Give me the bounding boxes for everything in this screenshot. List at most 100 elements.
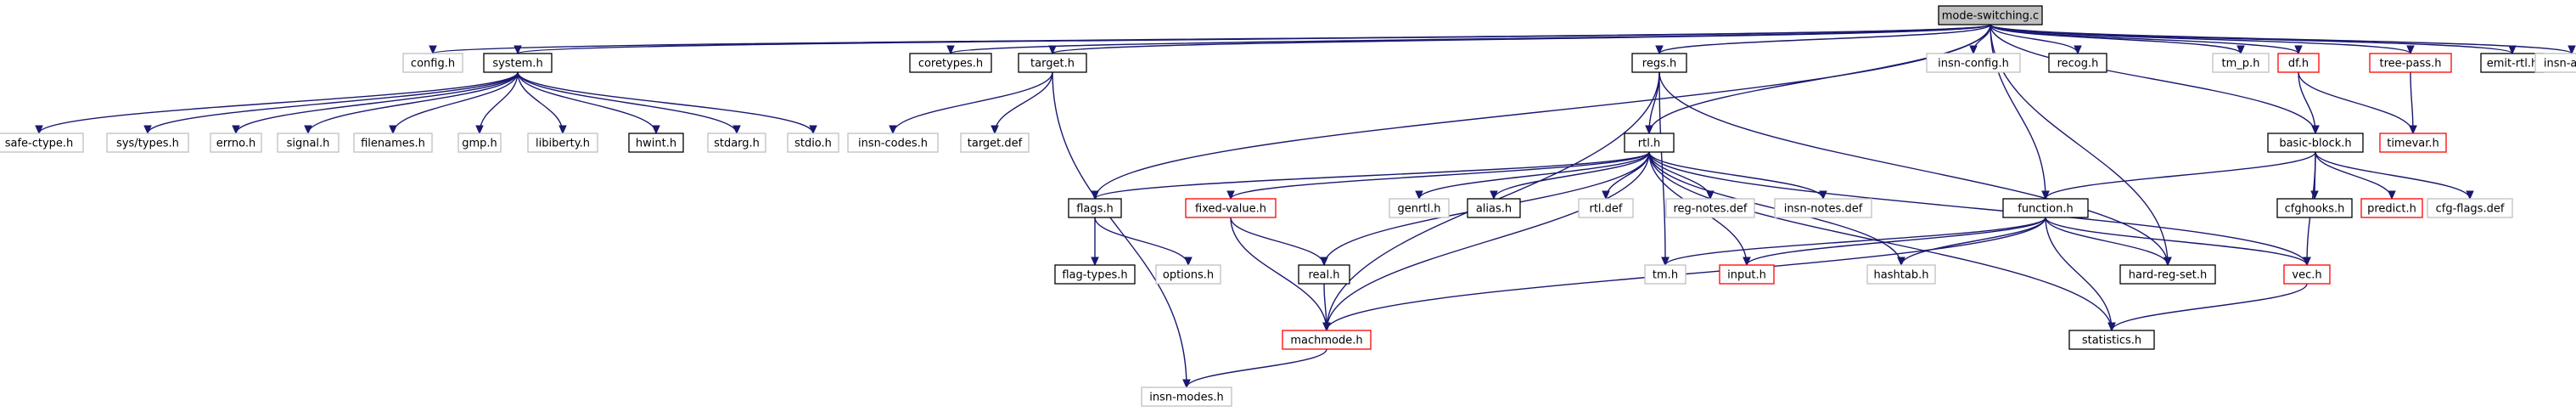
edge-line xyxy=(1230,217,1325,266)
edge-system-to-stdio xyxy=(517,71,817,135)
node-box xyxy=(628,133,684,153)
edge-basicblock-to-cfgflags xyxy=(2315,151,2474,200)
edge-line xyxy=(1493,151,1650,200)
edge-arrowhead xyxy=(2107,322,2116,332)
edge-system-to-systypes xyxy=(143,71,519,135)
node-label: rtl.def xyxy=(1589,203,1622,216)
edge-line xyxy=(1746,217,2046,266)
node-label: tm_p.h xyxy=(2222,58,2260,71)
node-label: regs.h xyxy=(1642,58,1676,71)
edge-target-to-insncodes xyxy=(889,71,1053,135)
edge-arrowhead xyxy=(991,125,999,135)
edge-arrowhead xyxy=(1048,45,1057,55)
header-node-insn-notes-def: insn-notes.def xyxy=(1774,198,1872,218)
header-node-genrtl-h: genrtl.h xyxy=(1389,198,1450,218)
edge-line xyxy=(392,71,519,134)
edge-arrowhead xyxy=(2466,190,2474,200)
header-node-flag-types-h[interactable]: flag-types.h xyxy=(1054,264,1136,285)
header-node-alias-h[interactable]: alias.h xyxy=(1467,198,1521,218)
header-node-predict-h[interactable]: predict.h xyxy=(2360,198,2423,218)
header-node-vec-h[interactable]: vec.h xyxy=(2283,264,2331,285)
edge-treepass-to-timevar xyxy=(2409,71,2417,135)
node-label: fixed-value.h xyxy=(1195,203,1266,216)
edge-arrowhead xyxy=(652,125,660,135)
edge-line xyxy=(1052,71,1187,388)
header-node-cfghooks-h[interactable]: cfghooks.h xyxy=(2276,198,2353,218)
node-box xyxy=(847,133,939,153)
edge-line xyxy=(994,71,1053,134)
header-node-basic-block-h[interactable]: basic-block.h xyxy=(2267,133,2364,153)
node-label: recog.h xyxy=(2057,58,2099,71)
edge-line xyxy=(1658,71,2169,266)
edge-vec-to-statistics xyxy=(2107,283,2308,332)
edge-arrowhead xyxy=(732,125,741,135)
edge-arrowhead xyxy=(2311,125,2320,135)
edge-arrowhead xyxy=(389,125,397,135)
edge-arrowhead xyxy=(2303,257,2311,267)
edge-arrowhead xyxy=(1091,257,1099,267)
header-node-errno-h: errno.h xyxy=(210,133,262,153)
edge-arrowhead xyxy=(1226,190,1235,200)
header-node-df-h[interactable]: df.h xyxy=(2277,53,2320,73)
header-node-reg-notes-def: reg-notes.def xyxy=(1665,198,1755,218)
node-box xyxy=(210,133,262,153)
node-box xyxy=(2068,330,2155,350)
header-node-system-h[interactable]: system.h xyxy=(483,53,553,73)
edge-df-to-timevar xyxy=(2298,71,2417,135)
edge-line xyxy=(38,71,519,134)
header-node-recog-h[interactable]: recog.h xyxy=(2048,53,2107,73)
header-node-input-h[interactable]: input.h xyxy=(1719,264,1775,285)
header-node-hwint-h[interactable]: hwint.h xyxy=(628,133,684,153)
node-box xyxy=(2048,53,2107,73)
edge-arrowhead xyxy=(514,45,522,55)
header-node-function-h[interactable]: function.h xyxy=(2002,198,2089,218)
edge-machmode-to-insnmodes xyxy=(1182,348,1327,389)
node-label: vec.h xyxy=(2292,269,2321,282)
edge-line xyxy=(1094,151,1650,200)
header-node-hashtab-h: hashtab.h xyxy=(1866,264,1936,285)
edge-line xyxy=(1664,217,2046,266)
header-node-fixed-value-h[interactable]: fixed-value.h xyxy=(1185,198,1277,218)
node-label: timevar.h xyxy=(2387,138,2439,150)
header-node-coretypes-h[interactable]: coretypes.h xyxy=(909,53,992,73)
header-node-safe-ctype-h: safe-ctype.h xyxy=(0,133,84,153)
edge-root-to-system xyxy=(514,24,1991,55)
edge-line xyxy=(1418,151,1650,200)
header-node-machmode-h[interactable]: machmode.h xyxy=(1282,330,1372,350)
node-label: insn-attr.h xyxy=(2544,58,2576,71)
node-box xyxy=(960,133,1030,153)
header-node-statistics-h[interactable]: statistics.h xyxy=(2068,330,2155,350)
header-node-tree-pass-h[interactable]: tree-pass.h xyxy=(2369,53,2452,73)
node-label: insn-notes.def xyxy=(1784,203,1863,216)
edge-rtl-to-fixedvalue xyxy=(1226,151,1650,200)
header-node-emit-rtl-h[interactable]: emit-rtl.h xyxy=(2480,53,2545,73)
node-box xyxy=(2369,53,2452,73)
edge-line xyxy=(1230,217,1327,331)
node-box xyxy=(1624,133,1675,153)
node-label: hard-reg-set.h xyxy=(2129,269,2208,282)
header-node-target-h[interactable]: target.h xyxy=(1018,53,1087,73)
root-file-node[interactable]: mode-switching.c xyxy=(1938,5,2043,25)
edge-line xyxy=(517,71,564,134)
header-node-filenames-h: filenames.h xyxy=(353,133,433,153)
header-node-real-h[interactable]: real.h xyxy=(1298,264,1350,285)
node-box xyxy=(1054,264,1136,285)
node-label: insn-modes.h xyxy=(1149,392,1224,404)
node-box xyxy=(2119,264,2216,285)
node-label: mode-switching.c xyxy=(1942,10,2039,23)
header-node-timevar-h[interactable]: timevar.h xyxy=(2379,133,2447,153)
header-node-hard-reg-set-h[interactable]: hard-reg-set.h xyxy=(2119,264,2216,285)
node-box xyxy=(2276,198,2353,218)
node-box xyxy=(402,53,463,73)
node-box xyxy=(1141,387,1232,407)
edge-arrowhead xyxy=(1743,257,1751,267)
edge-arrowhead xyxy=(2074,45,2082,55)
header-node-regs-h[interactable]: regs.h xyxy=(1631,53,1687,73)
header-node-rtl-h[interactable]: rtl.h xyxy=(1624,133,1675,153)
node-box xyxy=(1389,198,1450,218)
header-node-sys-types-h: sys/types.h xyxy=(106,133,189,153)
header-node-flags-h[interactable]: flags.h xyxy=(1068,198,1122,218)
header-node-insn-modes-h: insn-modes.h xyxy=(1141,387,1232,407)
